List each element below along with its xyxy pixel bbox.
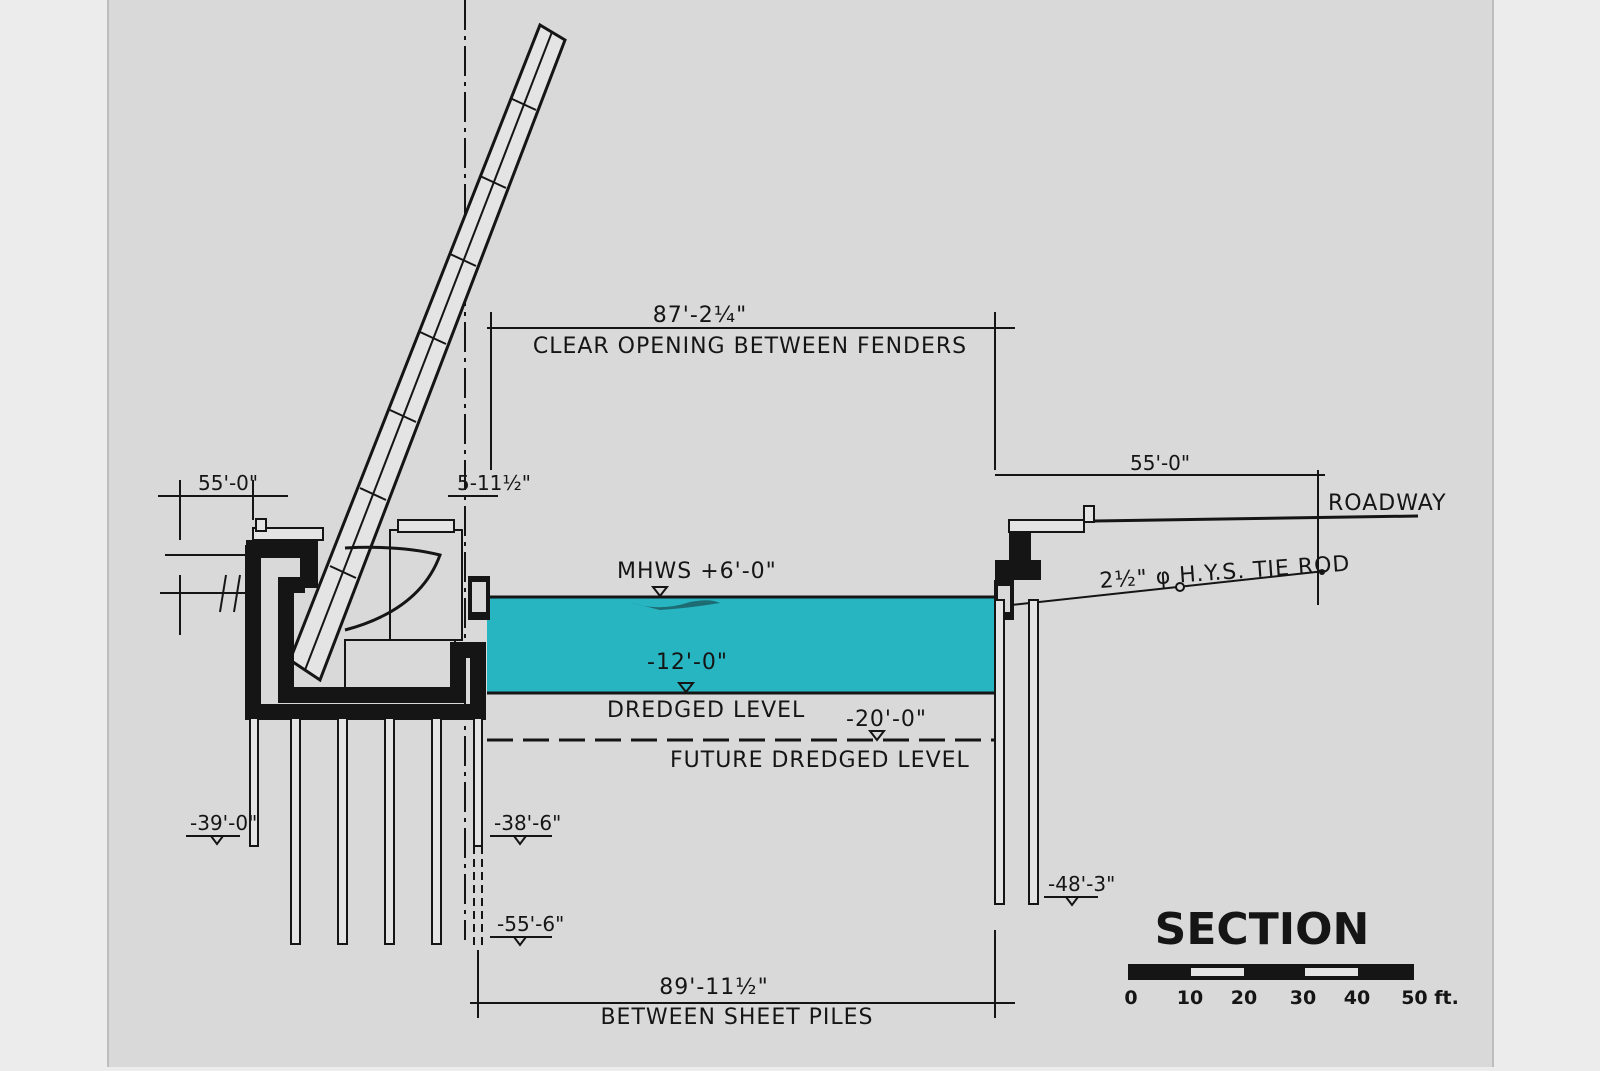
right-pile-elev-label: -48'-3"	[1048, 872, 1115, 896]
left-dimension-marks	[158, 480, 498, 635]
clear-opening-dimension	[487, 312, 1015, 470]
scale-tick-40: 40	[1344, 987, 1370, 1009]
scale-bar: 0 10 20 30 40 50 ft.	[1124, 964, 1459, 1009]
dredged-level-label: DREDGED LEVEL	[607, 698, 805, 723]
mhws-label: MHWS +6'-0"	[617, 559, 777, 584]
wave-mark	[632, 600, 720, 610]
left-pier	[245, 518, 490, 720]
sheet-piles-dim-label: 89'-11½"	[659, 975, 768, 1000]
level-markers	[186, 586, 1098, 947]
left-pile-elev-label: -39'-0"	[190, 811, 257, 835]
scale-tick-20: 20	[1231, 987, 1257, 1009]
left-width-dim-label: 55'-0"	[198, 471, 258, 495]
sheet-pile-elev-label: -55'-6"	[497, 912, 564, 936]
scale-tick-30: 30	[1290, 987, 1316, 1009]
future-elev-label: -20'-0"	[846, 707, 927, 732]
sheet-piles-dimension	[470, 930, 1015, 1018]
section-title: SECTION	[1155, 904, 1370, 955]
mid-pile-elev-label: -38'-6"	[494, 811, 561, 835]
roadway-label: ROADWAY	[1328, 491, 1447, 516]
right-piles	[994, 599, 1039, 905]
right-dimension-marks	[995, 470, 1325, 605]
scale-tick-0: 0	[1124, 987, 1137, 1009]
future-dredged-level-label: FUTURE DREDGED LEVEL	[670, 748, 970, 773]
clear-opening-text: CLEAR OPENING BETWEEN FENDERS	[533, 334, 967, 359]
right-width-dim-label: 55'-0"	[1130, 451, 1190, 475]
bascule-leaf	[288, 22, 567, 683]
left-piles	[249, 717, 483, 946]
scale-tick-50: 50 ft.	[1401, 987, 1459, 1009]
water-body	[487, 597, 995, 693]
scale-tick-10: 10	[1177, 987, 1203, 1009]
clear-opening-dim-label: 87'-2¼"	[653, 303, 747, 328]
dredged-elev-label: -12'-0"	[647, 650, 728, 675]
sheet-piles-text: BETWEEN SHEET PILES	[600, 1005, 873, 1030]
fender-offset-dim-label: 5-11½"	[457, 471, 531, 495]
